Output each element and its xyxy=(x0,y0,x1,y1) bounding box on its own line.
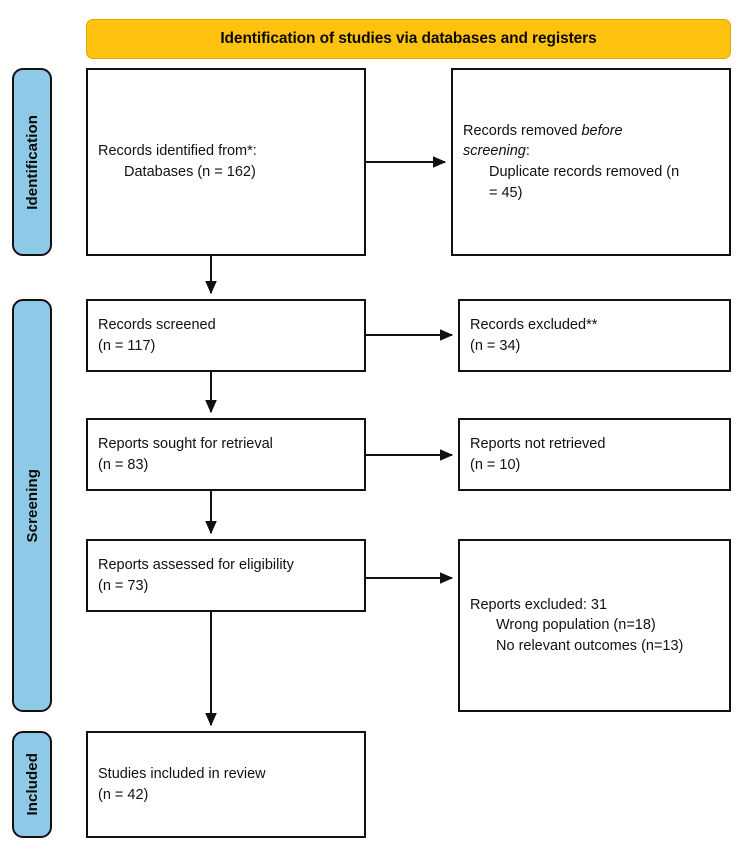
stage-label-included: Included xyxy=(12,731,52,838)
studies-included-line2: (n = 42) xyxy=(98,786,149,803)
stage-label-screening: Screening xyxy=(12,299,52,712)
records-excluded-line1: Records excluded** xyxy=(470,316,598,333)
records-removed-line4: = 45) xyxy=(489,184,523,201)
reports-excluded-line3: No relevant outcomes (n=13) xyxy=(496,637,684,654)
records-screened-line1: Records screened xyxy=(98,316,216,333)
records-removed-line2-em: screening xyxy=(463,143,526,160)
banner-title: Identification of studies via databases … xyxy=(220,30,597,47)
box-records-identified: Records identified from*: Databases (n =… xyxy=(86,68,366,256)
reports-sought-line2: (n = 83) xyxy=(98,456,149,473)
records-screened-line2: (n = 117) xyxy=(98,337,156,354)
box-reports-sought: Reports sought for retrieval (n = 83) xyxy=(86,418,366,491)
reports-excluded-line2: Wrong population (n=18) xyxy=(496,617,656,634)
box-records-screened: Records screened (n = 117) xyxy=(86,299,366,372)
reports-assessed-line2: (n = 73) xyxy=(98,577,149,594)
records-excluded-line2: (n = 34) xyxy=(470,337,521,354)
box-reports-excluded-detail: Reports excluded: 31 Wrong population (n… xyxy=(458,539,731,712)
stage-label-included-text: Included xyxy=(23,753,41,816)
reports-not-retrieved-line1: Reports not retrieved xyxy=(470,435,606,452)
box-records-excluded: Records excluded** (n = 34) xyxy=(458,299,731,372)
records-identified-line2: Databases (n = 162) xyxy=(124,164,256,180)
box-records-removed: Records removed before screening: Duplic… xyxy=(451,68,731,256)
box-reports-not-retrieved: Reports not retrieved (n = 10) xyxy=(458,418,731,491)
stage-label-screening-text: Screening xyxy=(23,468,41,543)
records-identified-line1: Records identified from*: xyxy=(98,143,257,160)
box-reports-assessed: Reports assessed for eligibility (n = 73… xyxy=(86,539,366,612)
records-removed-line1-pre: Records removed xyxy=(463,122,582,139)
studies-included-line1: Studies included in review xyxy=(98,765,266,782)
reports-not-retrieved-line2: (n = 10) xyxy=(470,456,521,473)
diagram-banner: Identification of studies via databases … xyxy=(86,19,731,59)
reports-assessed-line1: Reports assessed for eligibility xyxy=(98,556,294,573)
box-studies-included: Studies included in review (n = 42) xyxy=(86,731,366,838)
reports-sought-line1: Reports sought for retrieval xyxy=(98,435,273,452)
stage-label-identification: Identification xyxy=(12,68,52,256)
records-removed-line1: Records removed before xyxy=(463,121,719,142)
records-removed-line2-post: : xyxy=(525,143,530,160)
reports-excluded-line1: Reports excluded: 31 xyxy=(470,596,608,613)
stage-label-identification-text: Identification xyxy=(23,114,41,210)
records-removed-line1-em: before xyxy=(581,122,623,139)
records-removed-line3: Duplicate records removed (n xyxy=(489,164,680,180)
records-removed-line2: screening: xyxy=(463,141,719,162)
